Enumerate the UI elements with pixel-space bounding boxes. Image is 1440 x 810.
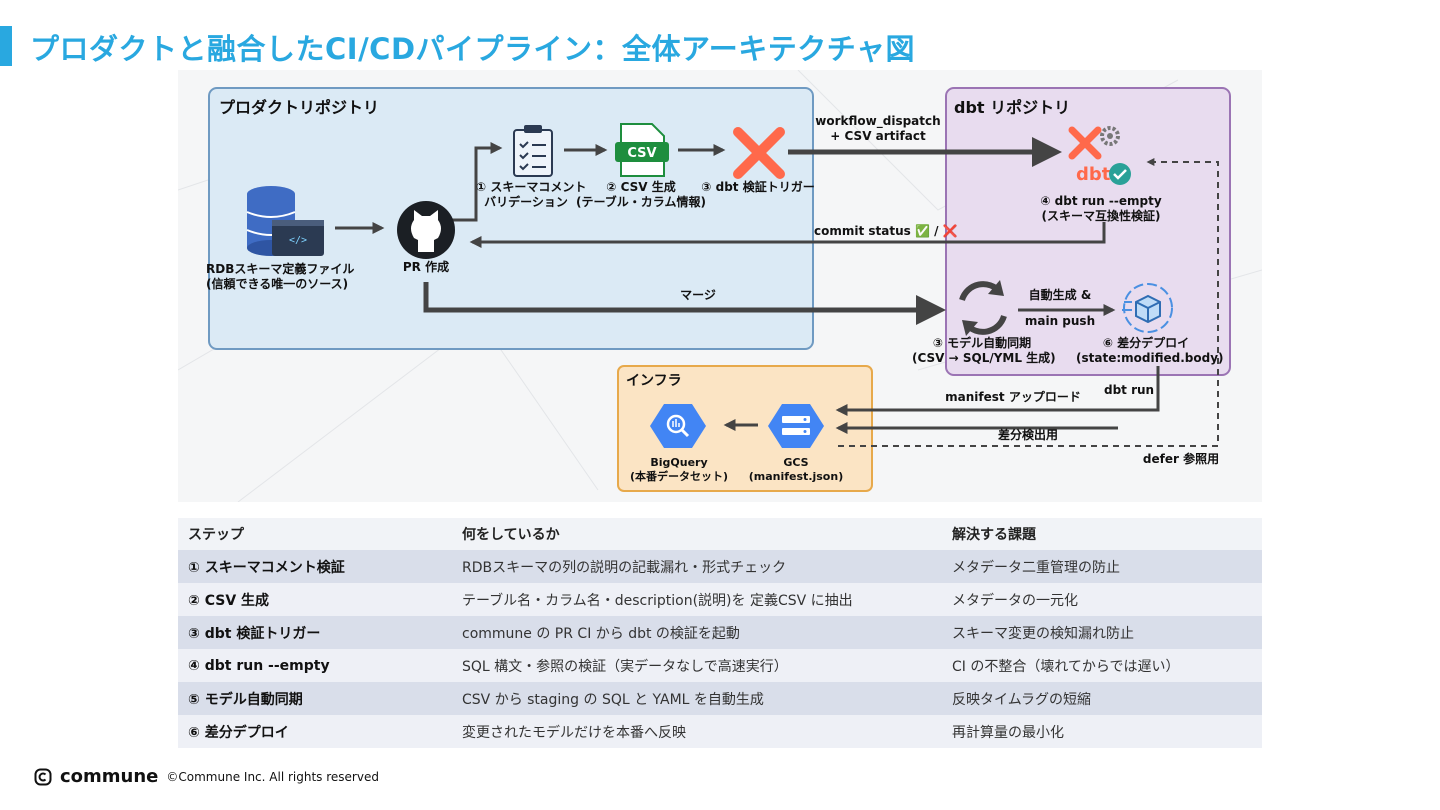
bigquery-label: BigQuery (本番データセット) [629, 456, 729, 483]
step-number: ④ [188, 657, 200, 674]
step-name: dbt 検証トリガー [204, 625, 321, 642]
autogen-label-2: main push [1024, 314, 1096, 328]
csv-file-icon: CSV [615, 123, 669, 177]
arrow-pr-to-validate [450, 142, 503, 222]
step-name: dbt run --empty [204, 657, 330, 674]
step4-label: ④ dbt run --empty (スキーマ互換性検証) [1040, 194, 1162, 223]
arrow-merge [423, 282, 946, 325]
step-cell: ④ dbt run --empty [178, 649, 452, 682]
commune-logo-text: commune [60, 766, 159, 787]
commit-status-label: commit status ✅ / ❌ [814, 224, 958, 238]
title-accent-bar [0, 26, 12, 66]
manifest-upload-label: manifest アップロード [945, 390, 1081, 404]
step-name: CSV 生成 [204, 592, 270, 609]
what-cell: テーブル名・カラム名・description(説明)を 定義CSV に抽出 [452, 583, 942, 616]
what-cell: CSV から staging の SQL と YAML を自動生成 [452, 682, 942, 715]
github-icon [397, 201, 455, 259]
issue-cell: メタデータの一元化 [942, 583, 1262, 616]
issue-cell: 反映タイムラグの短縮 [942, 682, 1262, 715]
code-file-icon: </> [272, 220, 324, 256]
deploy-box-icon [1122, 283, 1173, 333]
rdb-label: RDBスキーマ定義ファイル (信頼できる唯一のソース) [206, 262, 355, 291]
issue-cell: スキーマ変更の検知漏れ防止 [942, 616, 1262, 649]
commune-logo-icon [34, 768, 52, 785]
copyright-text: ©Commune Inc. All rights reserved [166, 769, 379, 784]
step2-label: ② CSV 生成 (テーブル・カラム情報) [576, 180, 706, 209]
step-cell: ③ dbt 検証トリガー [178, 616, 452, 649]
step-cell: ① スキーマコメント検証 [178, 550, 452, 583]
what-cell: 変更されたモデルだけを本番へ反映 [452, 715, 942, 748]
infra-title: インフラ [626, 373, 682, 389]
arrow-manifest-upload [835, 366, 1160, 416]
issue-cell: CI の不整合（壊れてからでは遅い） [942, 649, 1262, 682]
svg-text:dbt: dbt [1076, 164, 1111, 185]
step-number: ② [188, 592, 200, 609]
footer: commune ©Commune Inc. All rights reserve… [34, 766, 379, 787]
arrow-defer [838, 158, 1219, 447]
step-name: スキーマコメント検証 [204, 559, 345, 576]
arrow-commit-status [469, 222, 1106, 248]
column-header-what: 何をしているか [452, 518, 942, 550]
table-row: ⑤ モデル自動同期 CSV から staging の SQL と YAML を自… [178, 682, 1262, 715]
merge-label: マージ [680, 288, 716, 302]
diff-detect-label: 差分検出用 [997, 428, 1058, 442]
table-row: ⑥ 差分デプロイ 変更されたモデルだけを本番へ反映 再計算量の最小化 [178, 715, 1262, 748]
dbt-logo-icon [733, 127, 785, 179]
issue-cell: 再計算量の最小化 [942, 715, 1262, 748]
step6-label: ⑥ 差分デプロイ (state:modified.body) [1076, 336, 1224, 365]
step-number: ⑥ [188, 724, 200, 741]
table-row: ④ dbt run --empty SQL 構文・参照の検証（実データなしで高速… [178, 649, 1262, 682]
dbt-repo-title: dbt リポジトリ [954, 98, 1071, 117]
defer-label: defer 参照用 [1142, 452, 1220, 466]
architecture-diagram: </> CSV dbt [178, 70, 1262, 502]
column-header-step: ステップ [178, 518, 452, 550]
step-number: ⑤ [188, 691, 200, 708]
dbt-run-label: dbt run [1104, 383, 1155, 397]
table-row: ① スキーマコメント検証 RDBスキーマの列の説明の記載漏れ・形式チェック メタ… [178, 550, 1262, 583]
step1-label: ① スキーマコメント バリデーション [476, 180, 587, 209]
step-cell: ⑥ 差分デプロイ [178, 715, 452, 748]
svg-text:</>: </> [289, 235, 307, 246]
step-cell: ⑤ モデル自動同期 [178, 682, 452, 715]
table-row: ② CSV 生成 テーブル名・カラム名・description(説明)を 定義C… [178, 583, 1262, 616]
svg-text:CSV: CSV [627, 146, 656, 161]
diagram-canvas: </> CSV dbt [178, 70, 1262, 502]
step-name: 差分デプロイ [204, 724, 289, 741]
table-header-row: ステップ 何をしているか 解決する課題 [178, 518, 1262, 550]
step-name: モデル自動同期 [204, 691, 303, 708]
column-header-issue: 解決する課題 [942, 518, 1262, 550]
autogen-label-1: 自動生成 & [1028, 288, 1092, 302]
what-cell: SQL 構文・参照の検証（実データなしで高速実行） [452, 649, 942, 682]
step5-label: ③ モデル自動同期 (CSV → SQL/YML 生成) [912, 336, 1056, 365]
gcs-label: GCS (manifest.json) [748, 456, 844, 483]
bigquery-icon [650, 404, 706, 448]
step-number: ③ [188, 625, 200, 642]
issue-cell: メタデータ二重管理の防止 [942, 550, 1262, 583]
pr-label: PR 作成 [402, 260, 450, 274]
step-cell: ② CSV 生成 [178, 583, 452, 616]
dbt-gear-check-icon: dbt [1068, 126, 1131, 185]
product-repo-title: プロダクトリポジトリ [219, 98, 380, 117]
step-number: ① [188, 559, 200, 576]
gcs-icon [768, 404, 824, 448]
what-cell: commune の PR CI から dbt の検証を起動 [452, 616, 942, 649]
sync-icon [959, 280, 1007, 336]
dispatch-label: workflow_dispatch + CSV artifact [815, 114, 941, 143]
steps-table: ステップ 何をしているか 解決する課題 ① スキーマコメント検証 RDBスキーマ… [178, 518, 1262, 748]
checklist-icon [513, 125, 553, 177]
table-row: ③ dbt 検証トリガー commune の PR CI から dbt の検証を… [178, 616, 1262, 649]
what-cell: RDBスキーマの列の説明の記載漏れ・形式チェック [452, 550, 942, 583]
page-title: プロダクトと融合したCI/CDパイプライン：全体アーキテクチャ図 [30, 32, 915, 66]
step3-label: ③ dbt 検証トリガー [701, 180, 815, 194]
